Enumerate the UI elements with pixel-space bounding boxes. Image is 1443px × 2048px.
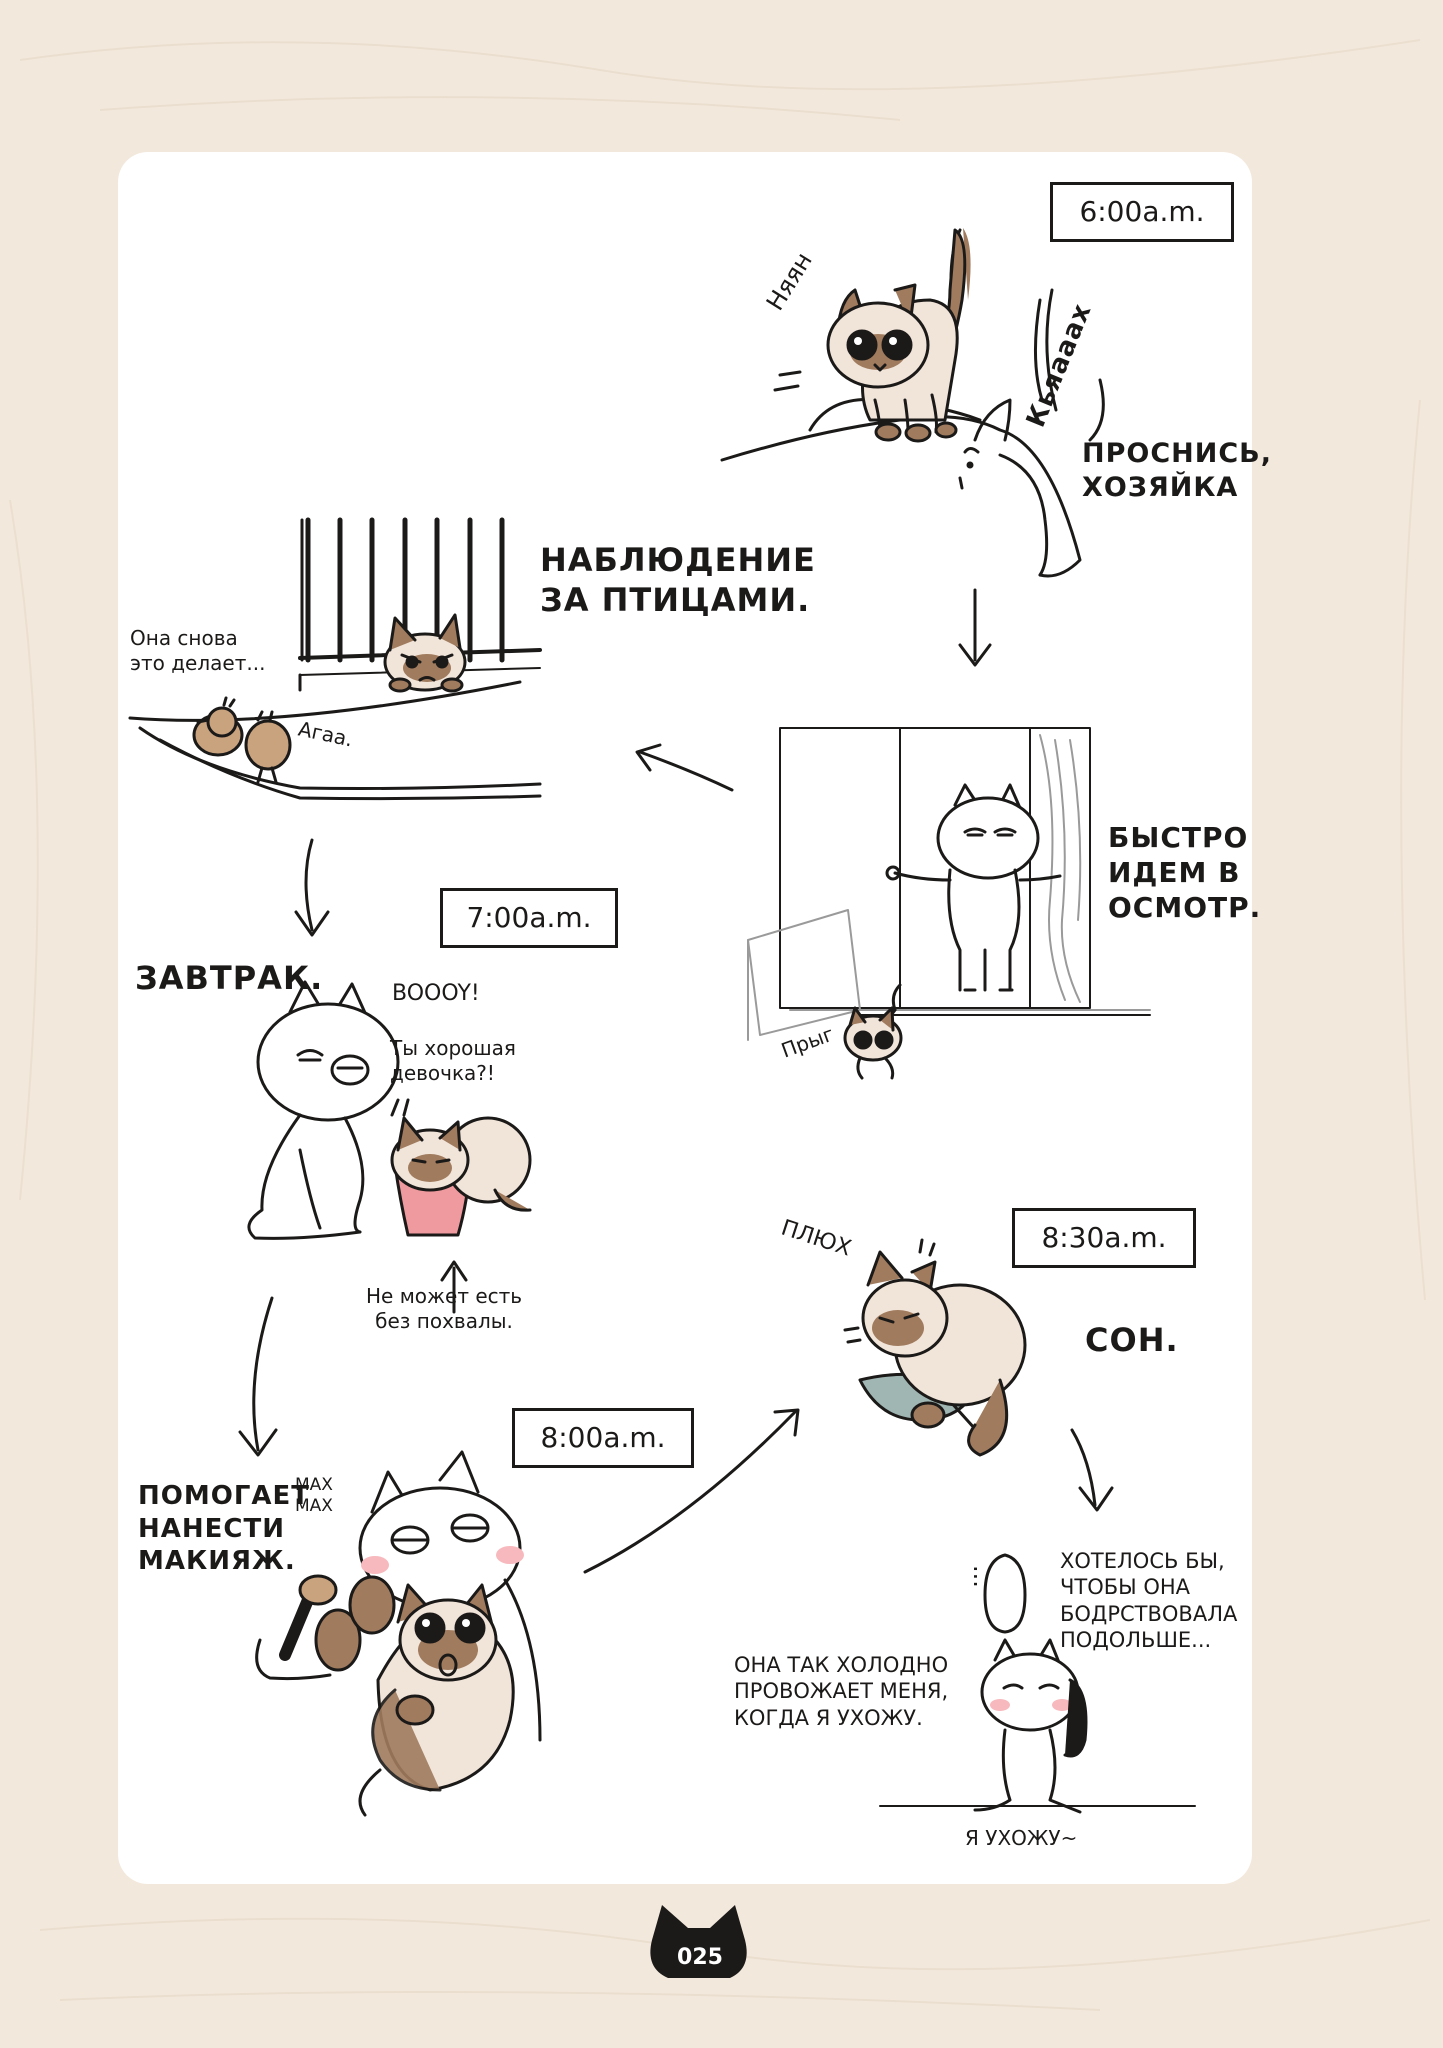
speech-boooy: BOOOY!	[392, 981, 480, 1006]
page-number-badge	[650, 1905, 747, 1978]
siamese-cat-on-bed	[826, 228, 971, 443]
owner-breakfast	[247, 980, 400, 1240]
arrow-down-2	[304, 838, 314, 932]
caption-no-praise: Не может есть без похвалы.	[366, 1284, 523, 1333]
owner-leaving	[879, 1638, 1196, 1814]
time-label-800: 8:00a.m.	[512, 1408, 694, 1468]
owner-at-window	[885, 783, 1062, 992]
motion-lines-bed	[773, 288, 1105, 442]
caption-inspect: БЫСТРО ИДЕМ В ОСМОТР.	[1108, 821, 1262, 924]
page-number: 025	[677, 1945, 723, 1970]
caption-wake-up: ПРОСНИСЬ, ХОЗЯЙКА	[1082, 438, 1272, 503]
ellipsis-bubble: ...	[968, 1565, 996, 1588]
siamese-cat-held	[314, 1575, 515, 1817]
caption-breakfast: ЗАВТРАК.	[135, 959, 324, 997]
sleeping-cat	[843, 1238, 1027, 1457]
speech-good-girl: Ты хорошая девочка?!	[390, 1036, 516, 1085]
time-label-600: 6:00a.m.	[1050, 182, 1234, 242]
arrow-left-1	[638, 750, 734, 792]
caption-sleep: СОН.	[1085, 1321, 1179, 1359]
owner-makeup	[255, 1450, 542, 1742]
caption-leaving: Я УХОЖУ~	[965, 1826, 1078, 1850]
sparrows	[192, 696, 292, 784]
time-label-700: 7:00a.m.	[440, 888, 618, 948]
caption-cold: ОНА ТАК ХОЛОДНО ПРОВОЖАЕТ МЕНЯ, КОГДА Я …	[734, 1653, 949, 1730]
jumping-cat	[843, 983, 903, 1080]
sound-max: МАХ МАХ	[295, 1475, 333, 1517]
caption-birdwatch: НАБЛЮДЕНИЕ ЗА ПТИЦАМИ.	[540, 541, 816, 619]
time-label-830: 8:30a.m.	[1012, 1208, 1196, 1268]
window-scene	[747, 727, 1151, 1041]
caption-makeup: ПОМОГАЕТ НАНЕСТИ МАКИЯЖ.	[138, 1481, 311, 1576]
caption-again: Она снова это делает...	[130, 626, 266, 675]
cat-eating	[390, 1098, 532, 1237]
speech-bubble	[983, 1553, 1027, 1634]
arrow-up-right	[583, 1410, 797, 1574]
caption-wish: ХОТЕЛОСЬ БЫ, ЧТОБЫ ОНА БОДРСТВОВАЛА ПОДО…	[1060, 1549, 1238, 1652]
bed-scene	[720, 397, 1082, 578]
arrow-down-4	[1070, 1428, 1097, 1507]
grumpy-cat-peeking	[383, 613, 467, 693]
arrow-down-3	[252, 1296, 274, 1452]
